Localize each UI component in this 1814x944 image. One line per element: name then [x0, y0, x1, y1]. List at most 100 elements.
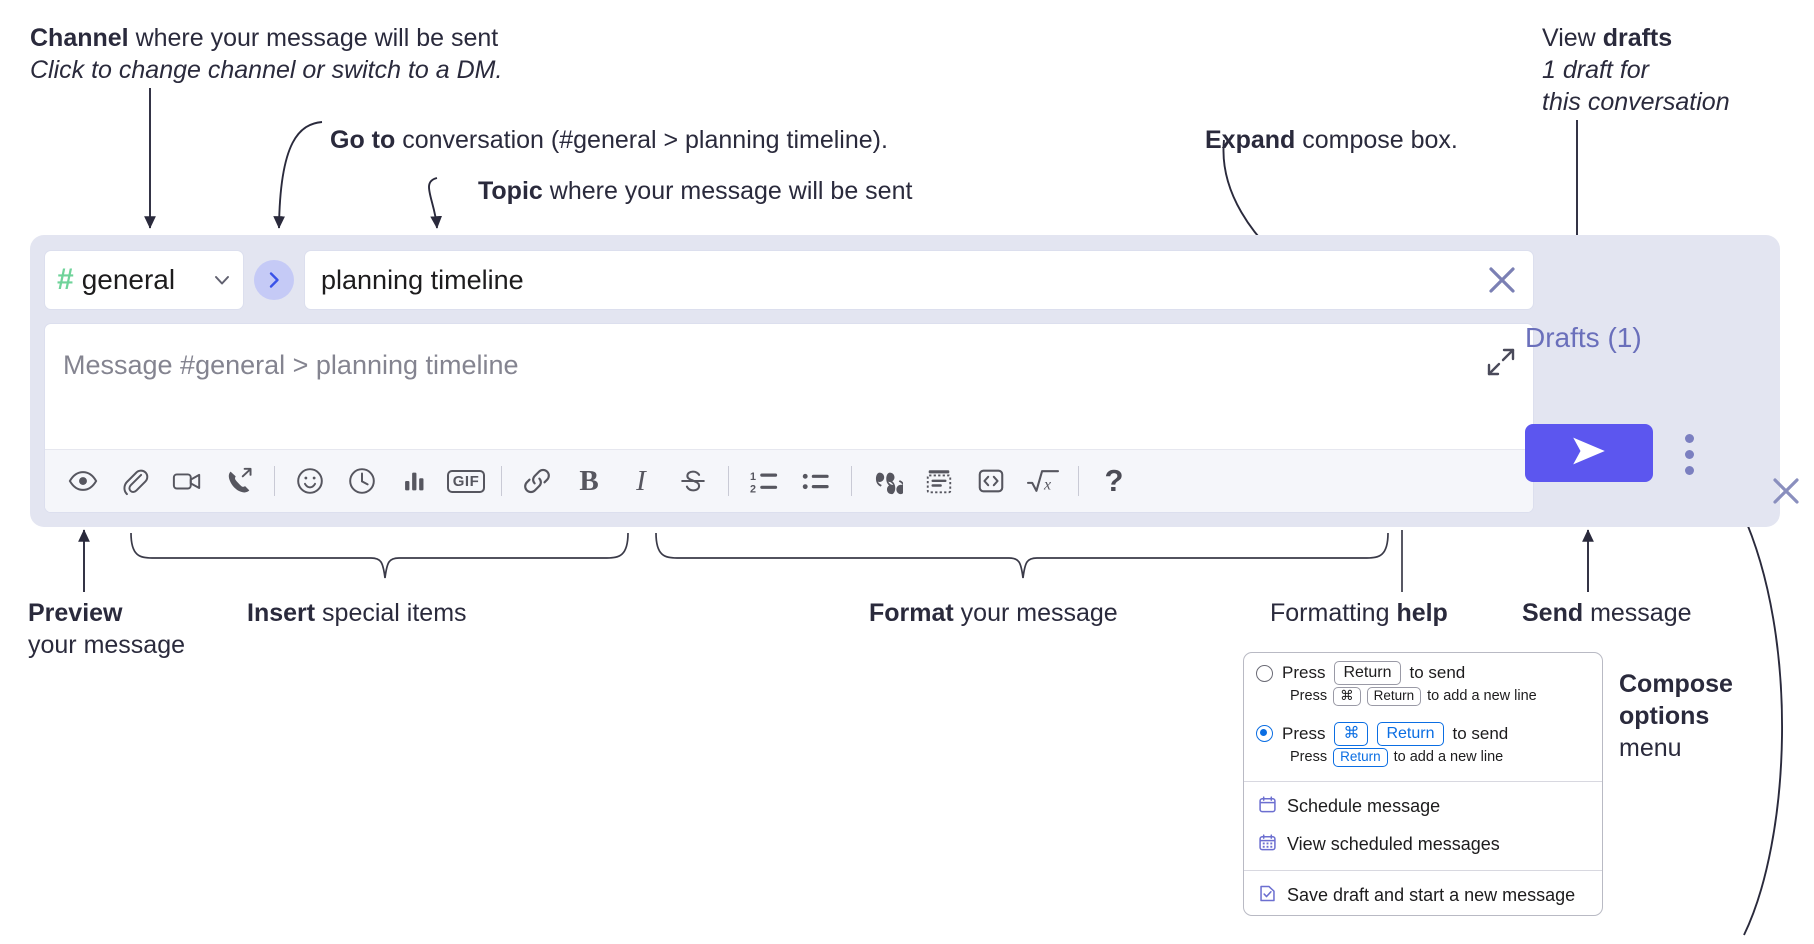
opt2-pre: Press	[1282, 723, 1326, 743]
more-options-dot	[1684, 433, 1694, 443]
compose-header: # general	[44, 249, 1534, 311]
callout-formatting-help: Formatting help	[1270, 597, 1448, 629]
audio-call-icon[interactable]	[213, 455, 265, 507]
opt1-sub-key-return: Return	[1366, 687, 1422, 706]
drafts-link[interactable]: Drafts (1)	[1525, 322, 1642, 353]
menu-item-save-draft[interactable]: Save draft and start a new message	[1244, 877, 1602, 915]
code-icon[interactable]	[965, 455, 1017, 507]
hash-icon: #	[57, 263, 74, 296]
callout-topic: Topic where your message will be sent	[478, 175, 912, 207]
callout-drafts-rest: View	[1542, 24, 1603, 52]
compose-options-menu: Press Return to send Press ⌘ Return to a…	[1243, 652, 1603, 916]
clock-icon[interactable]	[336, 455, 388, 507]
compose-box: # general Message #general > planning ti…	[30, 235, 1799, 527]
menu-divider	[1244, 780, 1602, 782]
callout-insert-bold: Insert	[247, 599, 316, 627]
opt1-sub-post: to add a new line	[1427, 688, 1537, 705]
link-icon[interactable]	[511, 455, 563, 507]
callout-topic-bold: Topic	[478, 177, 543, 205]
callout-help-rest: Formatting	[1270, 599, 1397, 627]
chevron-down-icon	[213, 271, 231, 289]
callout-channel: Channel where your message will be sent …	[30, 22, 502, 86]
bold-icon[interactable]: B	[579, 464, 599, 497]
callout-help-bold: help	[1396, 599, 1448, 627]
blockquote-icon[interactable]	[861, 455, 913, 507]
topic-input[interactable]	[319, 251, 1485, 309]
gif-label: GIF	[446, 469, 486, 493]
message-input-area[interactable]: Message #general > planning timeline	[44, 323, 1534, 513]
send-button[interactable]	[1525, 424, 1653, 482]
menu-item-label: Schedule message	[1287, 796, 1441, 817]
callout-channel-bold: Channel	[30, 24, 129, 52]
code-block-icon[interactable]	[913, 455, 965, 507]
callout-goto-bold: Go to	[330, 126, 396, 154]
option-return-subtext: Press ⌘ Return to add a new line	[1244, 687, 1602, 714]
italic-icon[interactable]: I	[636, 464, 646, 497]
more-options-dot	[1684, 449, 1694, 459]
callout-drafts-italic1: 1 draft for	[1542, 56, 1649, 84]
callout-goto: Go to conversation (#general > planning …	[330, 124, 888, 156]
channel-picker[interactable]: # general	[44, 250, 244, 310]
channel-name-label: general	[81, 264, 176, 295]
compose-options-button[interactable]	[1675, 425, 1703, 483]
callout-format: Format your message	[869, 597, 1118, 629]
expand-icon[interactable]	[1485, 346, 1517, 378]
opt2-post: to send	[1452, 723, 1509, 743]
callout-copt-bold2: options	[1619, 702, 1710, 730]
toolbar-separator	[274, 466, 275, 496]
callout-drafts-bold: drafts	[1602, 24, 1673, 52]
bulleted-list-icon[interactable]	[790, 455, 842, 507]
toolbar-separator	[1078, 466, 1079, 496]
save-draft-icon	[1258, 884, 1277, 908]
video-icon[interactable]	[161, 455, 213, 507]
ordered-list-icon[interactable]: 1 2	[738, 455, 790, 507]
gif-icon[interactable]: GIF	[440, 455, 492, 507]
poll-icon[interactable]	[388, 455, 440, 507]
callout-topic-rest: where your message will be sent	[542, 177, 913, 205]
calendar-icon	[1258, 795, 1277, 819]
help-icon[interactable]: ?	[1088, 455, 1140, 507]
menu-item-view-scheduled-messages[interactable]: View scheduled messages	[1244, 826, 1602, 864]
calendar-grid-icon	[1258, 833, 1277, 857]
callout-send: Send message	[1522, 597, 1692, 629]
callout-preview: Preview your message	[28, 597, 185, 661]
menu-item-label: View scheduled messages	[1287, 834, 1500, 855]
callout-format-rest: your message	[953, 599, 1118, 627]
preview-icon[interactable]	[57, 455, 109, 507]
callout-goto-rest: conversation (#general > planning timeli…	[395, 126, 888, 154]
formatting-toolbar: GIF B I	[45, 449, 1533, 512]
radio-cmd-return-to-send[interactable]	[1256, 725, 1273, 743]
close-compose-icon[interactable]	[1770, 475, 1802, 507]
callout-insert-rest: special items	[315, 599, 467, 627]
opt1-pre: Press	[1282, 663, 1326, 682]
callout-drafts-italic2: this conversation	[1542, 88, 1730, 116]
menu-item-label: Save draft and start a new message	[1287, 885, 1576, 906]
radio-return-to-send[interactable]	[1256, 664, 1273, 682]
toolbar-separator	[501, 466, 502, 496]
strikethrough-icon[interactable]	[667, 455, 719, 507]
attachment-icon[interactable]	[109, 455, 161, 507]
callout-expand: Expand compose box.	[1205, 124, 1458, 156]
clear-topic-icon[interactable]	[1485, 263, 1519, 297]
callout-preview-bold: Preview	[28, 599, 123, 627]
callout-send-rest: message	[1583, 599, 1692, 627]
callout-send-bold: Send	[1522, 599, 1584, 627]
opt1-sub-key-cmd: ⌘	[1333, 687, 1361, 706]
opt2-sub-key-return: Return	[1333, 747, 1388, 767]
svg-text:2: 2	[750, 483, 756, 495]
option-cmd-return-to-send[interactable]: Press ⌘ Return to send	[1244, 714, 1602, 748]
goto-conversation-button[interactable]	[254, 260, 294, 300]
opt2-key-cmd: ⌘	[1334, 721, 1369, 746]
opt1-sub-pre: Press	[1290, 688, 1328, 705]
callout-compose-options: Compose options menu	[1619, 668, 1733, 764]
menu-item-schedule-message[interactable]: Schedule message	[1244, 788, 1602, 826]
opt2-sub-pre: Press	[1290, 749, 1328, 766]
math-icon[interactable]: x	[1017, 455, 1069, 507]
topic-field[interactable]	[304, 250, 1534, 310]
callout-insert: Insert special items	[247, 597, 467, 629]
callout-drafts: View drafts 1 draft for this conversatio…	[1542, 22, 1730, 118]
option-return-to-send[interactable]: Press Return to send	[1244, 653, 1602, 687]
callout-format-bold: Format	[869, 599, 954, 627]
chevron-right-icon	[264, 270, 284, 290]
emoji-icon[interactable]	[284, 455, 336, 507]
